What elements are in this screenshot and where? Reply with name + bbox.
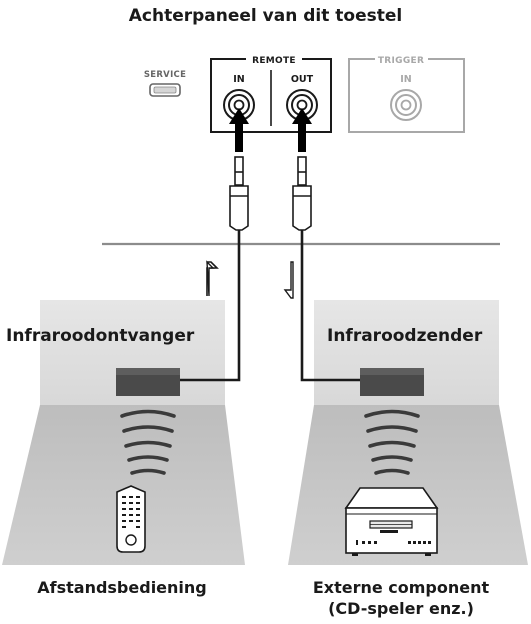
- ir-waves-right: [364, 409, 420, 475]
- remote-control-caption: Afstandsbediening: [37, 578, 207, 597]
- plug-in: [229, 156, 249, 231]
- ir-emitter-label: Infraroodzender: [327, 326, 483, 346]
- signal-arrow-down: [283, 261, 294, 299]
- ir-waves-left: [120, 409, 176, 475]
- plug-arrow-in: [229, 108, 249, 152]
- plug-out: [292, 156, 312, 231]
- remote-control: [116, 485, 146, 553]
- signal-arrow-up: [206, 260, 219, 297]
- external-component-caption-line1: Externe component: [312, 578, 490, 597]
- trigger-in-jack: [390, 89, 422, 121]
- ir-emitter: [360, 368, 424, 396]
- remote-in-label: IN: [233, 74, 245, 85]
- trigger-panel: [348, 58, 465, 133]
- external-component-caption-line2: (CD-speler enz.): [328, 599, 474, 618]
- cables: [180, 230, 360, 382]
- service-label: SERVICE: [144, 70, 186, 80]
- trigger-label: TRIGGER: [378, 56, 424, 66]
- service-port: [149, 83, 181, 97]
- cable-out: [300, 230, 360, 382]
- cable-in: [180, 230, 241, 382]
- cd-player: [344, 487, 439, 556]
- external-component-caption: Externe component (CD-speler enz.): [283, 577, 519, 619]
- remote-label: REMOTE: [252, 56, 296, 66]
- diagram-title: Achterpaneel van dit toestel: [128, 6, 403, 26]
- ir-receiver: [116, 368, 180, 396]
- trigger-in-label: IN: [400, 74, 412, 85]
- left-room: [2, 300, 245, 565]
- remote-panel: [210, 58, 332, 133]
- remote-out-label: OUT: [291, 74, 314, 85]
- plug-arrow-out: [292, 108, 312, 152]
- left-room-floor: [2, 405, 245, 565]
- ir-receiver-label: Infraroodontvanger: [6, 326, 195, 346]
